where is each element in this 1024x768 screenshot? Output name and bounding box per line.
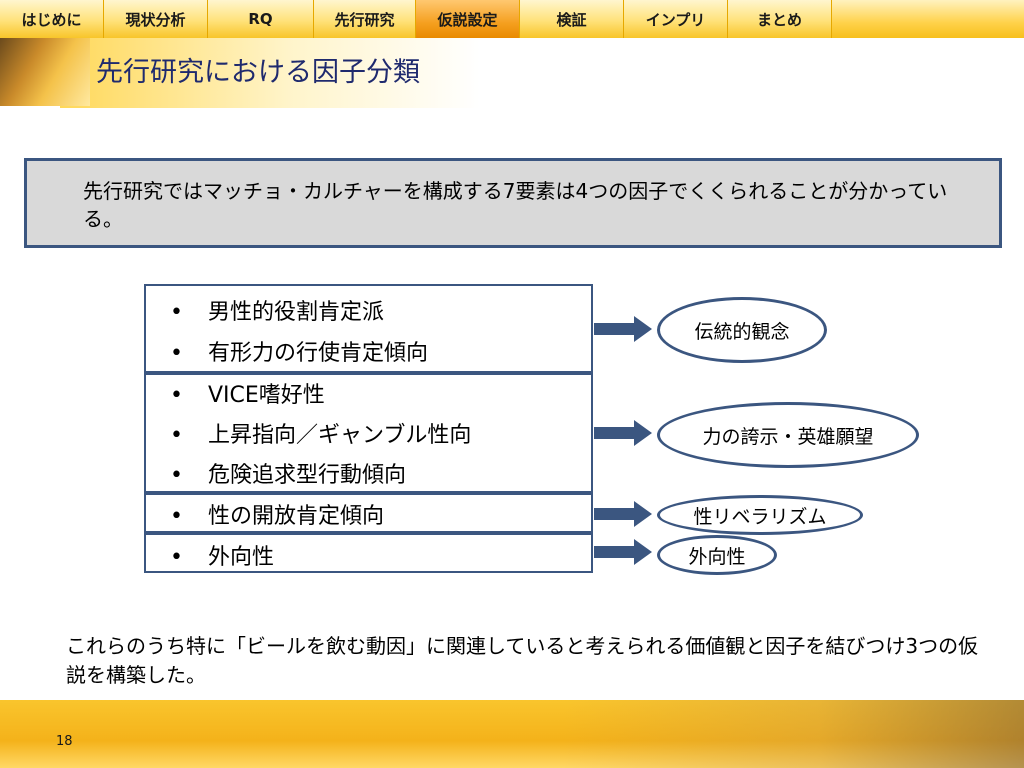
bullet: •: [170, 423, 183, 448]
bullet: •: [170, 504, 183, 529]
bullet: •: [170, 545, 183, 570]
conclusion-text: これらのうち特に「ビールを飲む動因」に関連していると考えられる価値観と因子を結び…: [66, 634, 979, 687]
factor-oval-extraversion: 外向性: [657, 535, 777, 575]
nav-tab-senko-kenkyu[interactable]: 先行研究: [314, 0, 416, 38]
page-number: 18: [56, 734, 73, 749]
factor-item-label: 危険追求型行動傾向: [208, 463, 407, 488]
beer-photo: [0, 38, 90, 106]
arrow-right-icon: [594, 316, 652, 342]
factor-item: • 外向性: [170, 539, 274, 571]
nav-tab-genjo-bunseki[interactable]: 現状分析: [104, 0, 208, 38]
slide-title: 先行研究における因子分類: [96, 57, 420, 88]
arrow-right-icon: [594, 501, 652, 527]
factor-group-3: • 性の開放肯定傾向: [144, 493, 593, 533]
bullet: •: [170, 383, 183, 408]
bullet: •: [170, 341, 183, 366]
top-nav: はじめに 現状分析 RQ 先行研究 仮説設定 検証 インプリ まとめ: [0, 0, 1024, 38]
factor-item: • 有形力の行使肯定傾向: [170, 335, 428, 367]
bullet: •: [170, 300, 183, 325]
summary-text: 先行研究ではマッチョ・カルチャーを構成する7要素は4つの因子でくくられることが分…: [83, 179, 948, 231]
nav-tab-impuri[interactable]: インプリ: [624, 0, 728, 38]
nav-tab-kasetsu-settei[interactable]: 仮説設定: [416, 0, 520, 38]
factor-item: • VICE嗜好性: [170, 377, 325, 409]
factor-item-label: 上昇指向／ギャンブル性向: [208, 423, 472, 448]
factor-item: • 上昇指向／ギャンブル性向: [170, 417, 471, 449]
factor-oval-traditional: 伝統的観念: [657, 297, 827, 363]
footer-building-photo: [0, 700, 1024, 768]
factor-item-label: 有形力の行使肯定傾向: [208, 341, 429, 366]
factor-item-label: 性の開放肯定傾向: [208, 504, 385, 529]
nav-tab-hajimeni[interactable]: はじめに: [0, 0, 104, 38]
factor-oval-power: 力の誇示・英雄願望: [657, 402, 919, 468]
factor-item: • 男性的役割肯定派: [170, 294, 384, 326]
factor-item: • 性の開放肯定傾向: [170, 498, 384, 530]
arrow-right-icon: [594, 420, 652, 446]
nav-tab-kensho[interactable]: 検証: [520, 0, 624, 38]
nav-tab-matome[interactable]: まとめ: [728, 0, 832, 38]
nav-filler: [832, 0, 1024, 38]
title-glow: [60, 38, 480, 108]
factor-oval-sexual-liberalism: 性リベラリズム: [657, 495, 863, 535]
factor-item: • 危険追求型行動傾向: [170, 457, 406, 489]
factor-group-4: • 外向性: [144, 533, 593, 573]
factor-group-2: • VICE嗜好性 • 上昇指向／ギャンブル性向 • 危険追求型行動傾向: [144, 373, 593, 493]
nav-tab-rq[interactable]: RQ: [208, 0, 314, 38]
factor-group-1: • 男性的役割肯定派 • 有形力の行使肯定傾向: [144, 284, 593, 373]
footer-band: [0, 700, 1024, 768]
summary-box: 先行研究ではマッチョ・カルチャーを構成する7要素は4つの因子でくくられることが分…: [24, 158, 1002, 248]
factor-item-label: 男性的役割肯定派: [208, 300, 385, 325]
factor-item-label: VICE嗜好性: [208, 383, 325, 408]
factor-item-label: 外向性: [208, 545, 275, 570]
arrow-right-icon: [594, 539, 652, 565]
bullet: •: [170, 463, 183, 488]
